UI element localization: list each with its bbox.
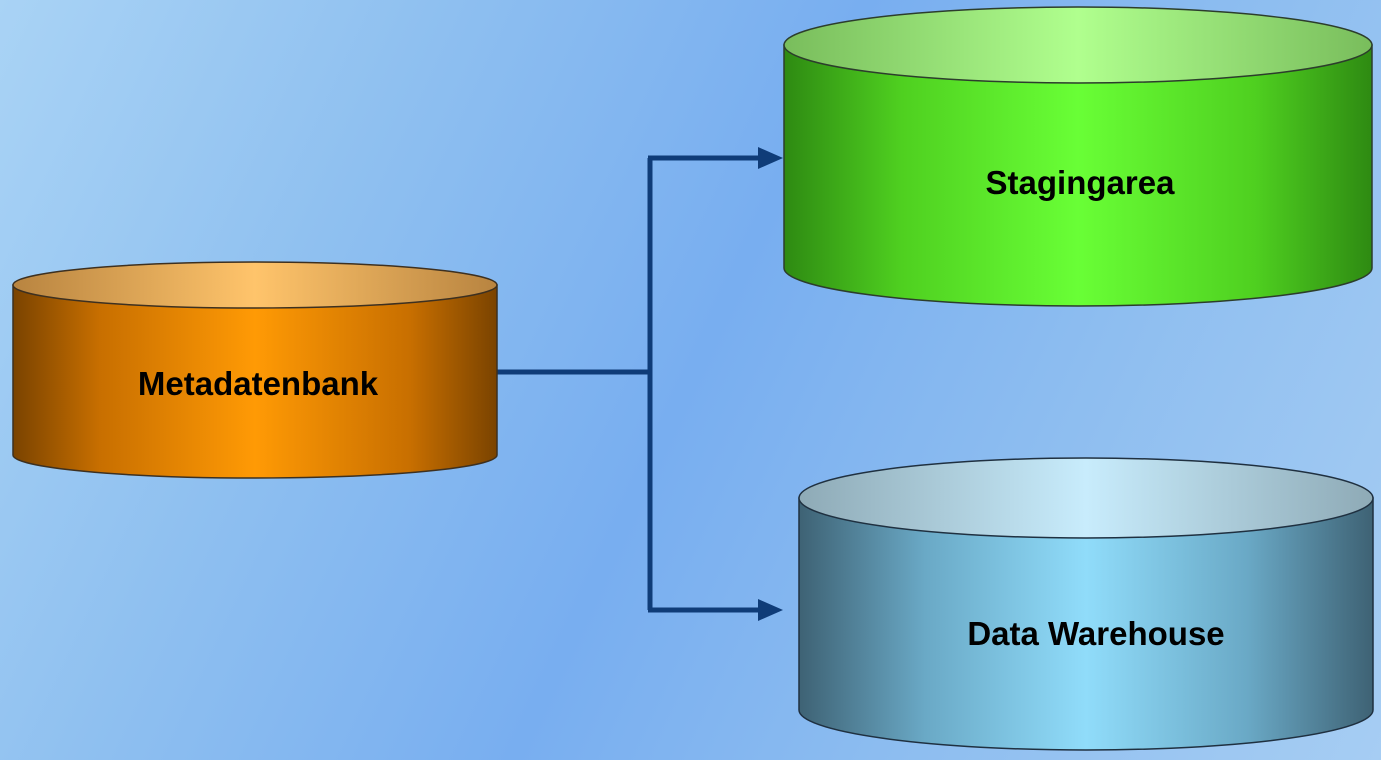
cylinder-stagingarea[interactable]: Stagingarea: [783, 6, 1373, 307]
cylinder-metadatenbank-top: [12, 261, 498, 309]
cylinder-data-warehouse[interactable]: Data Warehouse: [798, 457, 1374, 751]
stagingarea-label: Stagingarea: [986, 164, 1176, 201]
cylinder-metadatenbank[interactable]: Metadatenbank: [12, 261, 498, 479]
arrowhead-data-warehouse-icon: [758, 599, 783, 621]
cylinder-stagingarea-body: [783, 44, 1373, 307]
cylinder-data-warehouse-body: [798, 497, 1374, 751]
connectors: [497, 147, 783, 621]
data-warehouse-label: Data Warehouse: [967, 615, 1224, 652]
cylinder-data-warehouse-top: [798, 457, 1374, 539]
cylinder-stagingarea-top: [783, 6, 1373, 84]
metadatenbank-label: Metadatenbank: [138, 365, 379, 402]
arrowhead-stagingarea-icon: [758, 147, 783, 169]
cylinder-metadatenbank-body: [12, 284, 498, 479]
